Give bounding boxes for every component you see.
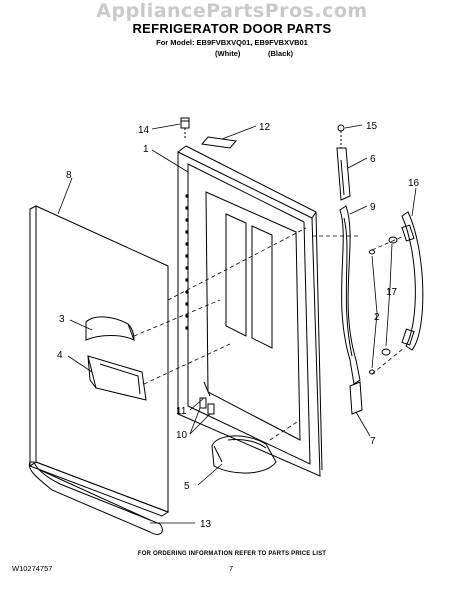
variant-black-label: (Black) — [268, 49, 294, 58]
callout-13: 13 — [200, 519, 212, 530]
bottom-trim-piece — [349, 381, 363, 415]
callout-17: 17 — [386, 287, 398, 298]
callout-10: 10 — [176, 430, 188, 441]
callout-labels: 14 12 1 8 15 6 9 16 17 2 3 4 11 10 7 5 1… — [57, 121, 420, 530]
page-number: 7 — [229, 564, 234, 573]
callout-12: 12 — [259, 122, 271, 133]
callout-4: 4 — [57, 350, 63, 361]
door-handle — [401, 211, 424, 351]
callout-5: 5 — [184, 481, 190, 492]
document-number: W10274757 — [12, 564, 53, 573]
top-screw — [180, 117, 190, 140]
dairy-door — [85, 316, 135, 342]
callout-11: 11 — [176, 406, 187, 417]
callout-14: 14 — [138, 125, 150, 136]
callout-9: 9 — [370, 202, 376, 213]
top-hinge-cover — [201, 136, 237, 149]
hinge-pin-screws — [199, 381, 215, 415]
variant-white-label: (White) — [215, 49, 241, 58]
ordering-note: FOR ORDERING INFORMATION REFER TO PARTS … — [137, 551, 327, 557]
shelf-bar — [28, 461, 163, 535]
callout-3: 3 — [59, 314, 65, 325]
door-shelf-bin — [211, 435, 277, 474]
handle-trim-rail — [339, 205, 361, 385]
hinge-screw-and-bracket — [336, 124, 351, 201]
dairy-bin — [87, 355, 147, 401]
callout-7: 7 — [370, 436, 376, 447]
model-line: For Model: EB9FVBXVQ01, EB9FVBXVB01 — [156, 38, 308, 47]
callout-6: 6 — [370, 154, 376, 165]
door-liner — [177, 145, 323, 477]
door-outer-panel — [28, 205, 170, 517]
page-title: REFRIGERATOR DOOR PARTS — [132, 21, 332, 36]
callout-2: 2 — [374, 312, 380, 323]
leader-lines — [57, 123, 417, 524]
callout-15: 15 — [366, 121, 378, 132]
callout-8: 8 — [66, 170, 72, 181]
watermark-text: AppliancePartsPros.com — [96, 0, 368, 22]
callout-16: 16 — [408, 178, 420, 189]
shelf-hole-column — [185, 194, 189, 330]
assembly-lines — [133, 227, 405, 441]
callout-1: 1 — [143, 144, 149, 155]
